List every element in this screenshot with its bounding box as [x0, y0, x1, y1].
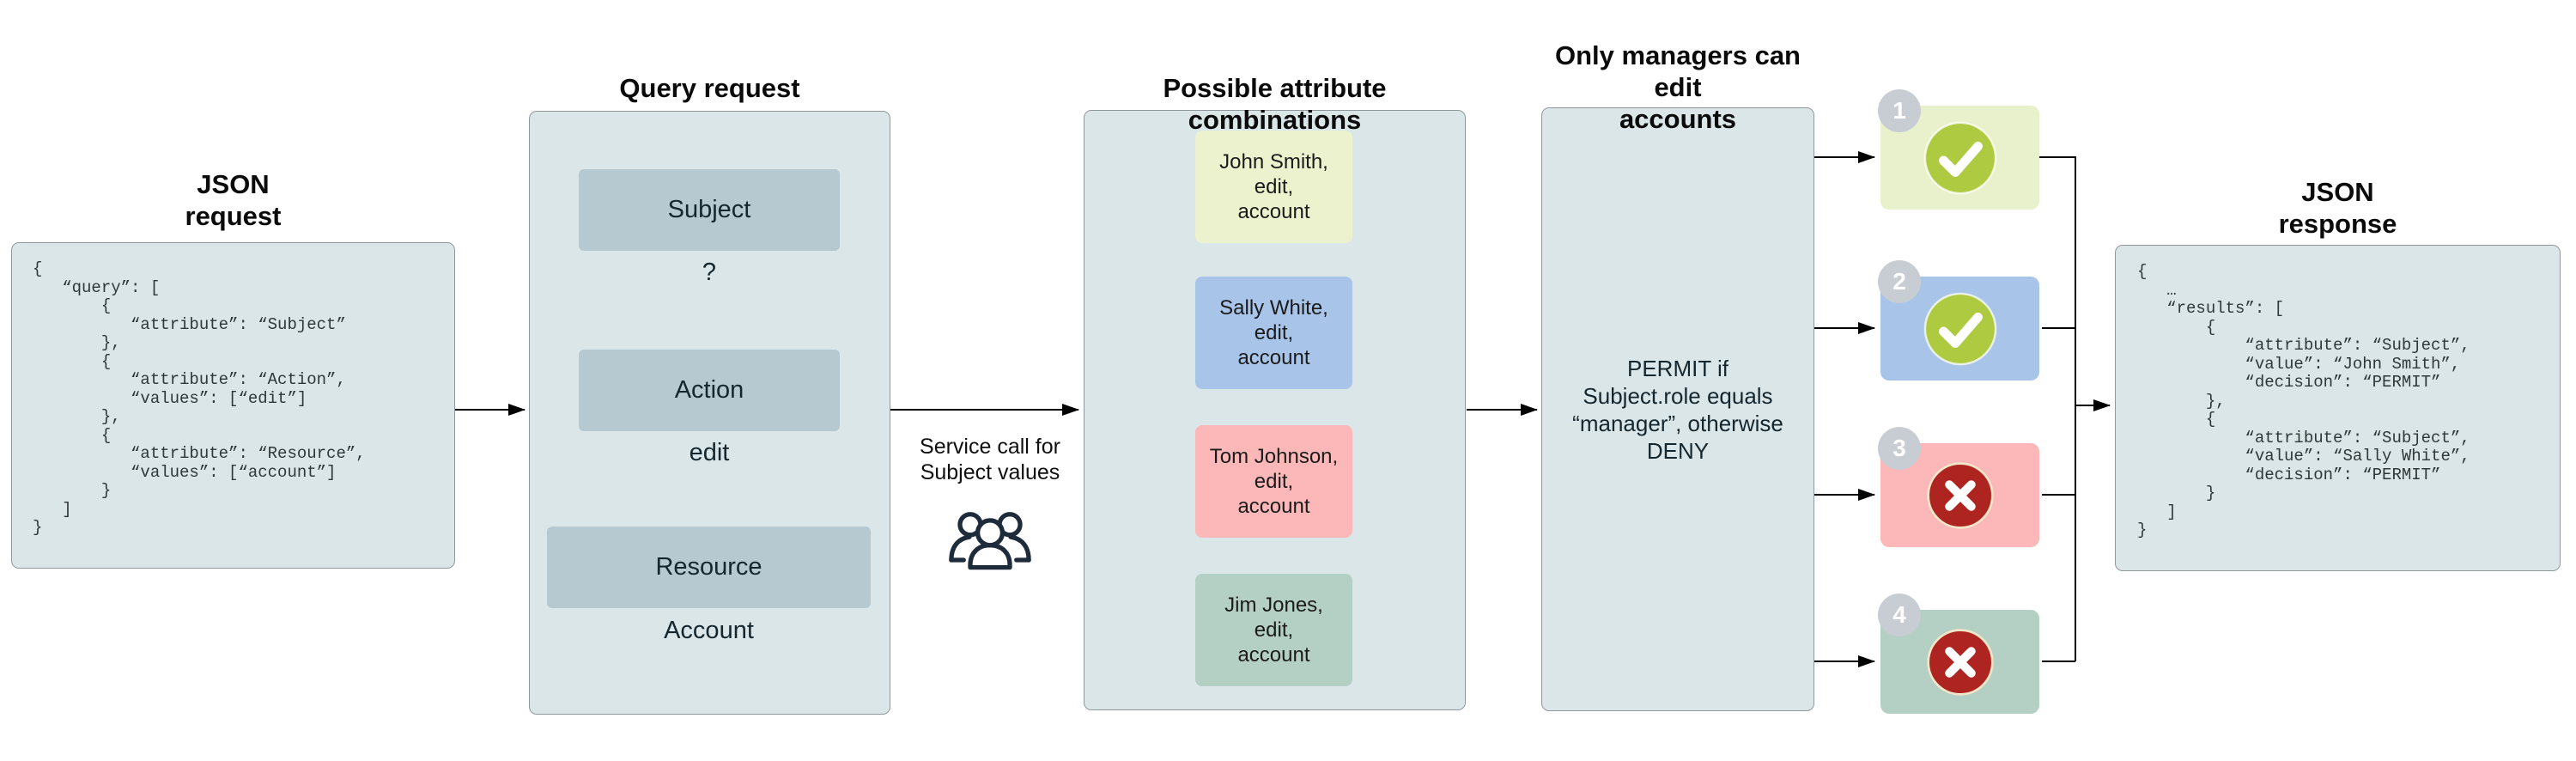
resource-value: Account [664, 616, 754, 644]
json-response-panel [2115, 245, 2561, 571]
query-request-title: Query request [619, 73, 800, 103]
policy-panel [1541, 107, 1814, 711]
check-icon [1923, 121, 1996, 194]
cross-icon [1926, 628, 1994, 696]
result-number-badge-3: 3 [1878, 427, 1921, 470]
json-response-title: JSON response [2278, 177, 2397, 239]
json-request-title: JSON request [185, 169, 282, 231]
combinations-title: Possible attribute combinations [1163, 73, 1387, 135]
combination-tom-johnson: Tom Johnson, edit, account [1195, 425, 1352, 538]
json-response-code: { … “results”: [ { “attribute”: “Subject… [2137, 262, 2470, 539]
check-icon [1923, 292, 1996, 365]
result-number-badge-1: 1 [1878, 89, 1921, 132]
resource-attribute-box: Resource [547, 527, 871, 608]
combination-jim-jones: Jim Jones, edit, account [1195, 574, 1352, 686]
subject-attribute-box: Subject [579, 169, 840, 251]
action-value: edit [689, 438, 730, 466]
policy-rule-text: PERMIT if Subject.role equals “manager”,… [1572, 355, 1783, 464]
cross-icon [1926, 461, 1994, 529]
combination-sally-white: Sally White, edit, account [1195, 277, 1352, 389]
result-number-badge-4: 4 [1878, 594, 1921, 636]
subject-value: ? [702, 258, 717, 286]
result-number-badge-2: 2 [1878, 260, 1921, 303]
json-request-code: { “query”: [ { “attribute”: “Subject” },… [33, 259, 366, 537]
service-call-label: Service call for Subject values [920, 435, 1060, 484]
combination-john-smith: John Smith, edit, account [1195, 131, 1352, 243]
policy-title: Only managers can edit accounts [1554, 40, 1801, 134]
people-group-icon [949, 512, 1031, 570]
action-attribute-box: Action [579, 350, 840, 431]
json-request-panel [11, 242, 455, 569]
